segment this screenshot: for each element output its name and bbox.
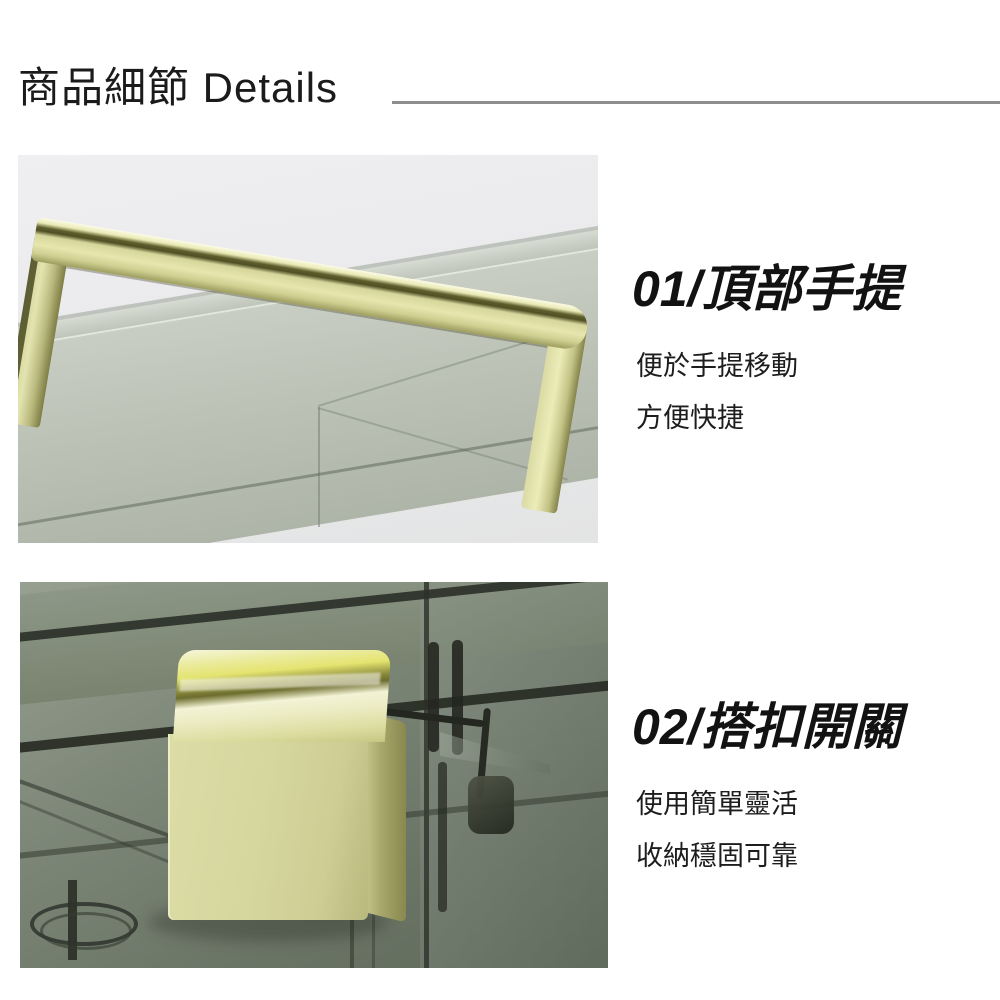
- page-title: 商品細節 Details: [18, 64, 339, 111]
- box-side-wall-edge: [424, 582, 429, 968]
- hinge-post-a: [428, 642, 439, 752]
- header-divider-line: [392, 101, 1000, 104]
- product-image-top-handle: [18, 155, 598, 543]
- feature-line: 便於手提移動: [636, 351, 798, 381]
- hinge-post-b: [452, 640, 463, 755]
- box-side-wall: [420, 582, 608, 968]
- feature-line: 使用簡單靈活: [636, 789, 798, 819]
- feature-line: 收納穩固可靠: [636, 841, 798, 871]
- feature-heading-02: 02/搭扣開關: [632, 699, 902, 755]
- buckle-pivot-knuckle: [468, 776, 514, 834]
- feature-block-02: 02/搭扣開關 使用簡單靈活 收納穩固可靠: [620, 696, 1000, 882]
- product-image-buckle: [20, 582, 608, 968]
- buckle-side-face: [364, 712, 406, 923]
- feature-lines-02: 使用簡單靈活 收納穩固可靠: [636, 778, 1000, 882]
- feature-block-01: 01/頂部手提 便於手提移動 方便快捷: [620, 258, 1000, 444]
- gold-buckle: [168, 650, 514, 923]
- feature-lines-01: 便於手提移動 方便快捷: [636, 340, 1000, 444]
- feature-heading-01: 01/頂部手提: [632, 261, 902, 317]
- hinge-post-c: [438, 762, 447, 912]
- buckle-front-face: [168, 734, 368, 920]
- section-header: 商品細節 Details: [0, 60, 1000, 120]
- feature-line: 方便快捷: [636, 403, 744, 433]
- buckle-top-curve: [172, 650, 392, 742]
- base-ring-inner: [40, 912, 132, 950]
